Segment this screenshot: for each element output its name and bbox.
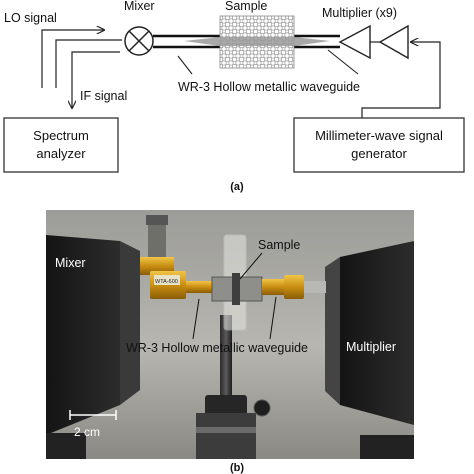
photo-waveguide-label: WR-3 Hollow metallic waveguide xyxy=(126,341,308,355)
bottom-equipment-left xyxy=(46,433,86,459)
multiplier-waveguide-gold xyxy=(262,275,326,299)
spectrum-analyzer-line-1: Spectrum xyxy=(33,128,89,143)
photo-waveguide-leader-left xyxy=(192,298,200,340)
photo-sample-label: Sample xyxy=(258,238,300,252)
multiplier-housing xyxy=(325,241,414,425)
multiplier-symbol-icon xyxy=(338,24,409,60)
post-base-ring xyxy=(196,427,256,433)
post-clamp xyxy=(205,395,247,415)
mixer-label: Mixer xyxy=(124,0,155,13)
lo-signal-inner-line xyxy=(55,39,122,88)
photo-multiplier-label: Multiplier xyxy=(346,340,396,354)
micrometer xyxy=(148,219,166,257)
sample-label: Sample xyxy=(225,0,267,13)
spectrum-analyzer-line-2: analyzer xyxy=(36,146,86,161)
post-base xyxy=(196,413,256,459)
waveguide-taper xyxy=(184,37,330,46)
generator-arrow xyxy=(361,42,441,118)
waveguide-label: WR-3 Hollow metallic waveguide xyxy=(178,80,360,94)
generator-line-2: generator xyxy=(351,146,407,161)
sample-holder-slot xyxy=(232,273,240,305)
photo-waveguide-leader-right xyxy=(269,296,277,340)
waveguide-lines xyxy=(153,34,340,49)
post-knob xyxy=(253,399,271,417)
generator-line-1: Millimeter-wave signal xyxy=(315,128,443,143)
scale-bar-label: 2 cm xyxy=(74,425,100,439)
mixer-component-label: WTA-600 xyxy=(155,279,178,285)
mixer-housing xyxy=(46,235,140,435)
photo-mixer-label: Mixer xyxy=(55,256,86,270)
spectrum-analyzer-box xyxy=(3,117,119,173)
waveguide-leader-right xyxy=(327,49,359,75)
waveguide-leader-left xyxy=(177,55,193,75)
lo-signal-arrow xyxy=(41,30,104,88)
mixer-symbol-icon xyxy=(124,26,154,56)
setup-photo: WTA-600 Mixer Sample WR-3 Hollow metalli… xyxy=(46,210,414,474)
if-signal-arrow xyxy=(72,51,120,108)
lo-signal-label: LO signal xyxy=(4,11,57,25)
generator-box xyxy=(293,117,465,173)
bottom-equipment-right xyxy=(360,435,414,459)
multiplier-label: Multiplier (x9) xyxy=(322,6,397,20)
caption-a: (a) xyxy=(230,181,244,193)
post-rod xyxy=(220,315,232,405)
scale-bar xyxy=(69,410,117,420)
mixer-waveguide-gold xyxy=(140,257,212,299)
micrometer-knob xyxy=(146,215,168,225)
block-diagram: LO signal IF signal Mixer Sample Multipl… xyxy=(3,0,465,193)
photo-sample-leader xyxy=(239,252,263,280)
if-signal-label: IF signal xyxy=(80,89,127,103)
caption-b: (b) xyxy=(230,462,244,474)
